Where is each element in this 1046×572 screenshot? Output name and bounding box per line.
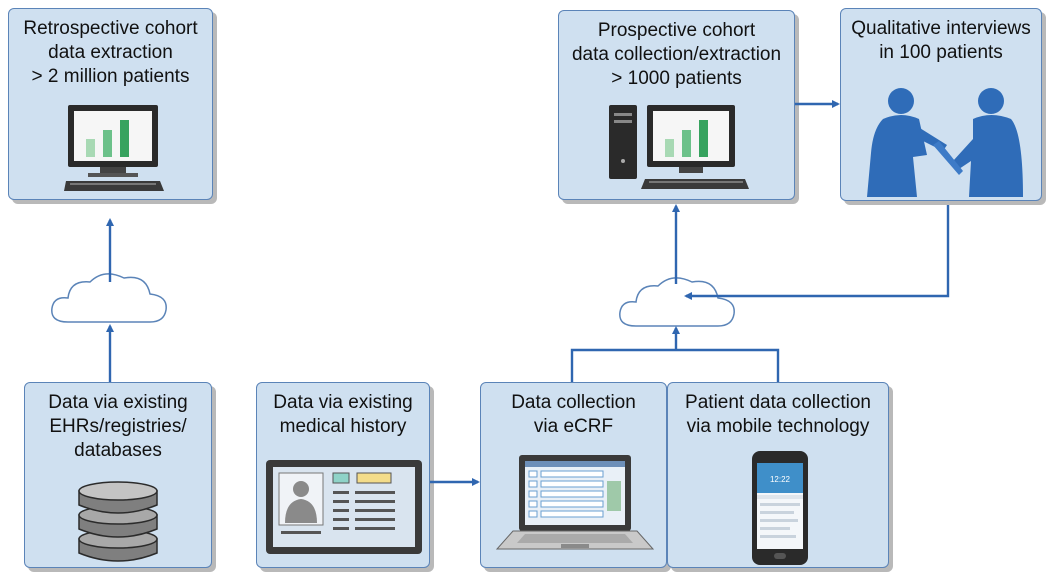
retrospective-cohort-label: Retrospective cohort data extraction > 2… — [23, 18, 198, 87]
ehr-data-label: Data via existing EHRs/registries/ datab… — [48, 392, 188, 461]
ecrf-label: Data collection via eCRF — [511, 392, 636, 437]
ecrf-box: Data collection via eCRF — [480, 382, 667, 568]
prospective-cohort-label: Prospective cohort data collection/extra… — [571, 20, 782, 89]
phone-time-label: 12:22 — [770, 475, 791, 484]
connector-ecrf-mobile — [570, 348, 780, 382]
smartphone-icon: 12:22 — [752, 451, 808, 565]
database-icon — [78, 481, 158, 562]
qualitative-interviews-box: Qualitative interviews in 100 patients — [840, 8, 1042, 201]
retrospective-cohort-box: Retrospective cohort data extraction > 2… — [8, 8, 213, 200]
medical-record-icon — [266, 460, 422, 554]
desktop-computer-icon — [609, 105, 749, 189]
cloud-icon-left — [51, 273, 167, 323]
mobile-technology-box: Patient data collection via mobile techn… — [667, 382, 889, 568]
cloud-icon-right — [619, 277, 735, 327]
medical-history-box: Data via existing medical history — [256, 382, 430, 568]
qualitative-interviews-label: Qualitative interviews in 100 patients — [851, 18, 1031, 63]
mobile-technology-label: Patient data collection via mobile techn… — [685, 392, 871, 437]
laptop-icon — [495, 455, 655, 550]
monitor-chart-icon — [64, 105, 164, 191]
ehr-data-box: Data via existing EHRs/registries/ datab… — [24, 382, 212, 568]
arrow-qualitative-to-cloud — [684, 205, 950, 300]
medical-history-label: Data via existing medical history — [273, 392, 413, 437]
prospective-cohort-box: Prospective cohort data collection/extra… — [558, 10, 795, 200]
people-interview-icon — [867, 88, 1023, 197]
